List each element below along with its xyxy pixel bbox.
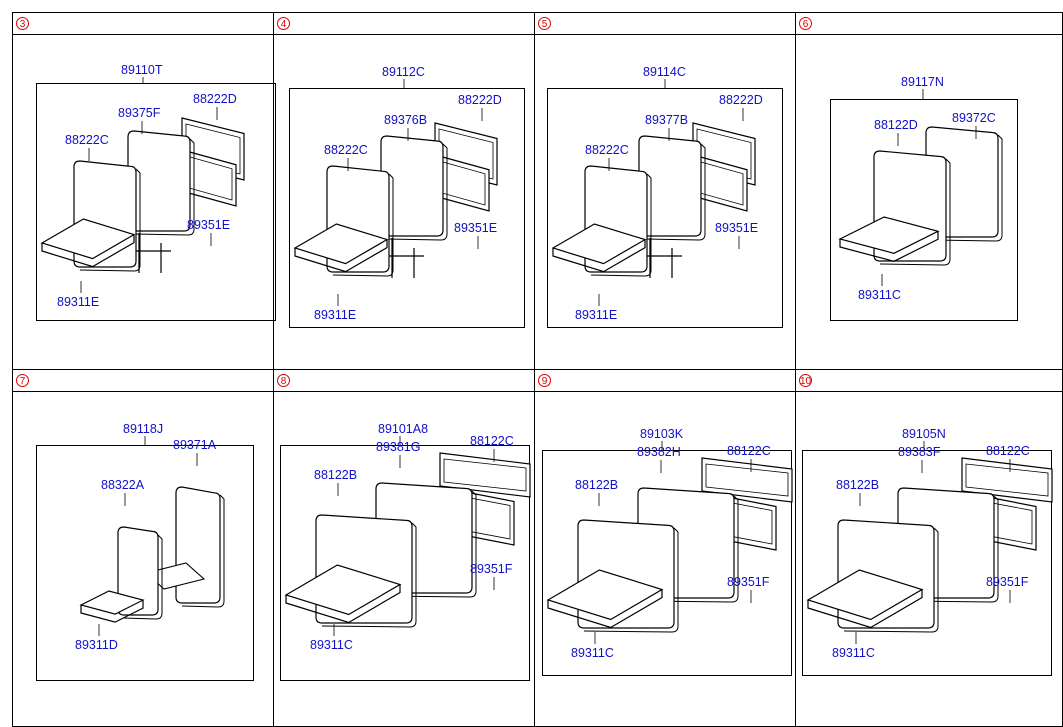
seat-drawing	[546, 441, 793, 644]
assembly-part-number[interactable]: 89103K	[640, 427, 684, 441]
assembly-part-number[interactable]: 89101A8	[378, 422, 429, 436]
part-number-label[interactable]: 88122C	[727, 444, 771, 458]
seat-drawing	[806, 441, 1053, 644]
part-number-label[interactable]: 89351F	[727, 575, 770, 589]
panel-number-badge: 8	[277, 374, 290, 387]
part-number-label[interactable]: 89383F	[898, 445, 941, 459]
panel-number-badge: 3	[16, 17, 29, 30]
part-number-label[interactable]: 88222D	[719, 93, 763, 107]
seat-cushion-shape	[79, 590, 145, 615]
assembly-frame	[36, 445, 254, 681]
seat-drawing	[293, 79, 498, 306]
panel-number-badge: 10	[799, 374, 812, 387]
part-number-label[interactable]: 89311C	[310, 638, 353, 652]
panel-3: 3 89375F 88222D 88222C 89351E 89311E 89110T	[12, 12, 276, 370]
part-number-label[interactable]: 88222C	[324, 143, 368, 157]
part-number-label[interactable]: 88122B	[575, 478, 619, 492]
part-number-label[interactable]: 89372C	[952, 111, 996, 125]
assembly-frame	[830, 99, 1018, 321]
assembly-frame	[36, 83, 276, 321]
rear-back-shape	[127, 130, 191, 232]
part-number-label[interactable]: 89311E	[57, 295, 100, 309]
assembly-frame	[547, 88, 783, 328]
seat-drawing	[40, 77, 245, 293]
part-number-label[interactable]: 89351F	[470, 562, 513, 576]
rear-back-shape	[380, 135, 444, 237]
panel-header: 9	[535, 370, 795, 392]
headrest-shape	[439, 452, 531, 498]
headrest-shape	[961, 457, 1053, 503]
part-number-label[interactable]: 88222C	[585, 143, 629, 157]
panel-8: 8 89381G 88122C 88122B 89351F 89311C 89101A8	[274, 370, 535, 727]
part-number-label[interactable]: 88122C	[470, 434, 514, 448]
assembly-part-number[interactable]: 89110T	[121, 63, 163, 77]
part-number-label[interactable]: 88322A	[101, 478, 145, 492]
part-number-label[interactable]: 88222C	[65, 133, 109, 147]
part-number-label[interactable]: 89371A	[173, 438, 217, 452]
panel-6: 6 88122D 89372C 89311C 89117N	[796, 12, 1063, 370]
headrest-shape	[701, 457, 793, 503]
part-number-label[interactable]: 89382H	[637, 445, 681, 459]
assembly-part-number[interactable]: 89112C	[382, 65, 425, 79]
panel-7: 7 89371A 88322A 89311D 89118J	[12, 370, 274, 727]
panel-number-badge: 5	[538, 17, 551, 30]
panel-number-badge: 9	[538, 374, 551, 387]
part-number-label[interactable]: 89377B	[645, 113, 689, 127]
part-number-label[interactable]: 89311C	[832, 646, 875, 660]
seat-drawing	[838, 89, 1003, 286]
assembly-part-number[interactable]: 89114C	[643, 65, 686, 79]
part-number-label[interactable]: 89381G	[376, 440, 421, 454]
part-number-label[interactable]: 89375F	[118, 106, 161, 120]
part-number-label[interactable]: 88122D	[874, 118, 918, 132]
part-number-label[interactable]: 89311D	[75, 638, 118, 652]
panel-4: 4 89376B 88222D 88222C 89351E 89311E 89112C	[274, 12, 535, 370]
front-back-shape	[117, 526, 159, 616]
part-number-label[interactable]: 88122B	[836, 478, 880, 492]
assembly-part-number[interactable]: 89105N	[902, 427, 946, 441]
assembly-frame	[280, 445, 530, 681]
part-number-label[interactable]: 89376B	[384, 113, 428, 127]
part-number-label[interactable]: 89351E	[454, 221, 498, 235]
seat-drawing	[551, 79, 756, 306]
rear-back-shape	[638, 135, 702, 237]
part-number-label[interactable]: 89351E	[715, 221, 759, 235]
assembly-frame	[289, 88, 525, 328]
part-number-label[interactable]: 89311E	[575, 308, 618, 322]
panel-header: 6	[796, 13, 1062, 35]
panel-5: 5 89377B 88222D 88222C 89351E 89311E 89114C	[535, 12, 796, 370]
part-number-label[interactable]: 88222D	[458, 93, 502, 107]
part-number-label[interactable]: 88222D	[193, 92, 237, 106]
panel-header: 3	[13, 13, 273, 35]
panel-header: 5	[535, 13, 795, 35]
part-number-label[interactable]: 88122B	[314, 468, 358, 482]
panel-header: 7	[13, 370, 273, 392]
part-number-label[interactable]: 89351F	[986, 575, 1029, 589]
side-back-shape	[175, 486, 221, 604]
assembly-part-number[interactable]: 89117N	[901, 75, 944, 89]
panel-number-badge: 6	[799, 17, 812, 30]
panel-header: 4	[274, 13, 534, 35]
assembly-frame	[802, 450, 1052, 676]
seat-drawing	[79, 436, 225, 636]
panel-9: 9 89382H 88122C 88122B 89351F 89311C 89103K	[535, 370, 796, 727]
panel-number-badge: 7	[16, 374, 29, 387]
panel-header: 10	[796, 370, 1062, 392]
seat-drawing	[284, 436, 531, 636]
assembly-part-number[interactable]: 89118J	[123, 422, 164, 436]
panel-header: 8	[274, 370, 534, 392]
part-number-label[interactable]: 89311E	[314, 308, 357, 322]
part-number-label[interactable]: 89351E	[187, 218, 231, 232]
assembly-frame	[542, 450, 792, 676]
part-number-label[interactable]: 88122C	[986, 444, 1030, 458]
part-number-label[interactable]: 89311C	[571, 646, 614, 660]
part-number-label[interactable]: 89311C	[858, 288, 901, 302]
panel-number-badge: 4	[277, 17, 290, 30]
panel-10: 10 89383F 88122C 88122B 89351F 89311C 89105N	[796, 370, 1063, 727]
